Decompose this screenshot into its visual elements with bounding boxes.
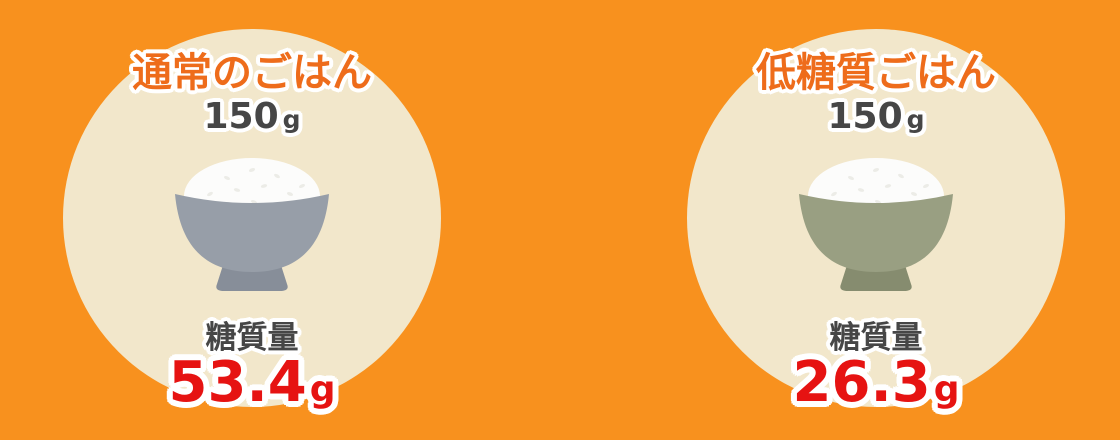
rice-title: 低糖質ごはん [756, 50, 996, 96]
sugar-content-value: 26.3g [687, 355, 1065, 411]
rice-bowl-icon [799, 158, 953, 291]
serving-amount: 150 [827, 96, 903, 137]
sugar-content-label: 糖質量 [829, 320, 923, 356]
rice-title: 通常のごはん [132, 50, 372, 96]
bowl-body [799, 194, 953, 272]
serving-unit: g [282, 105, 301, 134]
rice-bowl-illustration [687, 156, 1065, 299]
sugar-value-unit: g [309, 369, 336, 410]
sugar-value-amount: 53.4 [168, 350, 307, 415]
sugar-value-amount: 26.3 [792, 350, 931, 415]
serving-unit: g [906, 105, 925, 134]
rice-bowl-icon [175, 158, 329, 291]
serving-amount: 150 [203, 96, 279, 137]
sugar-value-unit: g [933, 369, 960, 410]
sugar-content-value: 53.4g [63, 355, 441, 411]
sugar-content-label: 糖質量 [205, 320, 299, 356]
rice-bowl-illustration [63, 156, 441, 299]
bowl-body [175, 194, 329, 272]
